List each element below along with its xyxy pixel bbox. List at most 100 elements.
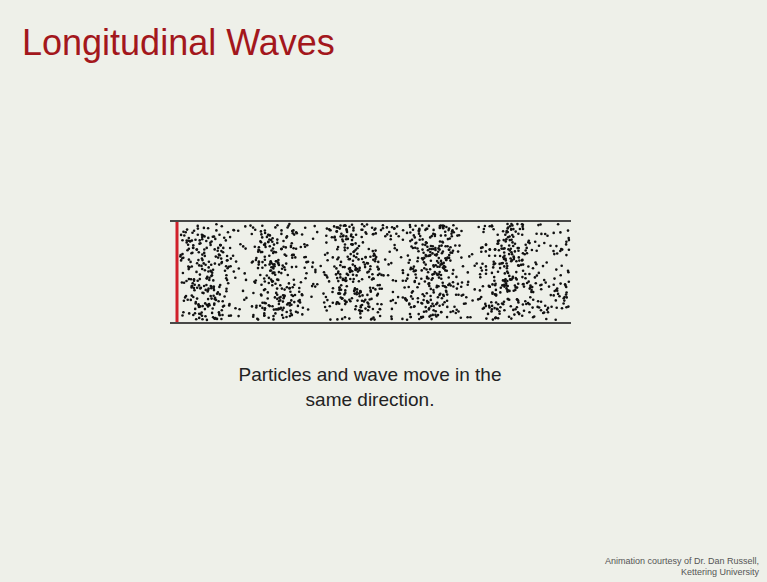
particle [460,317,463,320]
particle [509,239,512,242]
particle [195,271,198,274]
particle [344,303,347,306]
particle [359,312,362,315]
particle [269,270,272,273]
particle [352,281,355,284]
particle [550,294,553,297]
particle [514,289,517,292]
particle [195,318,198,321]
particle [446,300,449,303]
particle [245,297,248,300]
particle [269,234,272,237]
particle [549,245,552,248]
particle [192,314,195,317]
particle [564,283,567,286]
particle [199,278,202,281]
particle [203,227,206,230]
particle [225,287,228,290]
particle [457,250,460,253]
particle [291,286,294,289]
particle [462,294,465,297]
particle [363,300,366,303]
particle [185,295,188,298]
particle [546,234,549,237]
particle [555,268,558,271]
particle [263,309,266,312]
particle [326,252,329,255]
particle [406,277,409,280]
particle [518,256,521,259]
particle [278,271,281,274]
particle [301,313,304,316]
particle [282,316,285,319]
particle [525,247,528,250]
particle [270,249,273,252]
particle [552,294,555,297]
particle [269,245,272,248]
particle [276,287,279,290]
particle [358,245,361,248]
particle [377,261,380,264]
particle [351,243,354,246]
particle [505,287,508,290]
particle [267,291,270,294]
particle [413,234,416,237]
particle [226,259,229,262]
particle [271,237,274,240]
particle [528,303,531,306]
particle [543,242,546,245]
particle [268,234,271,237]
particle [418,239,421,242]
particle [328,280,331,283]
particle [503,251,506,254]
particle [244,225,247,228]
particle [386,226,389,229]
particle [555,307,558,310]
particle [294,294,297,297]
particle [237,229,240,232]
particle [437,314,440,317]
particle [372,278,375,281]
particle [414,280,417,283]
particle [186,299,189,302]
particle [465,296,468,299]
particle [348,298,351,301]
particle [559,282,562,285]
particle [440,311,443,314]
particle [346,285,349,288]
particle [207,237,210,240]
particle [257,251,260,254]
particle [361,304,364,307]
particle [524,273,527,276]
particle [562,302,565,305]
particle [563,299,566,302]
particle [441,297,444,300]
particle [310,295,313,298]
particle [212,294,215,297]
particle [329,229,332,232]
particle [429,236,432,239]
particle [260,233,263,236]
particle [339,235,342,238]
particle [421,257,424,260]
particle [535,249,538,252]
particle [443,301,446,304]
particle [565,241,568,244]
particle [409,226,412,229]
particle [270,269,273,272]
particle [258,261,261,264]
particle [340,284,343,287]
particle [491,224,494,227]
particle [366,301,369,304]
particle [416,260,419,263]
particle [372,250,375,253]
particle [550,305,553,308]
particle [517,249,520,252]
particle [393,244,396,247]
particle [374,288,377,291]
particle [412,268,415,271]
particle [379,308,382,311]
particle [460,286,463,289]
particle [503,284,506,287]
particle [396,225,399,228]
